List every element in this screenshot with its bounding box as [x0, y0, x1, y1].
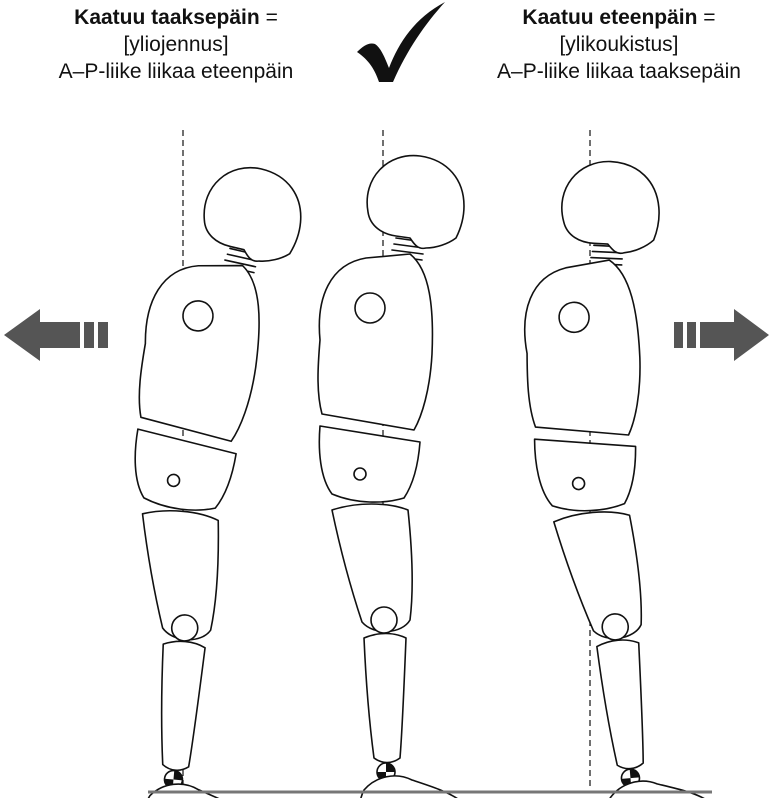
- mannequin-leaning-forward: [509, 157, 712, 798]
- mannequin-upright: [318, 156, 464, 798]
- mannequin-leaning-back: [102, 160, 305, 798]
